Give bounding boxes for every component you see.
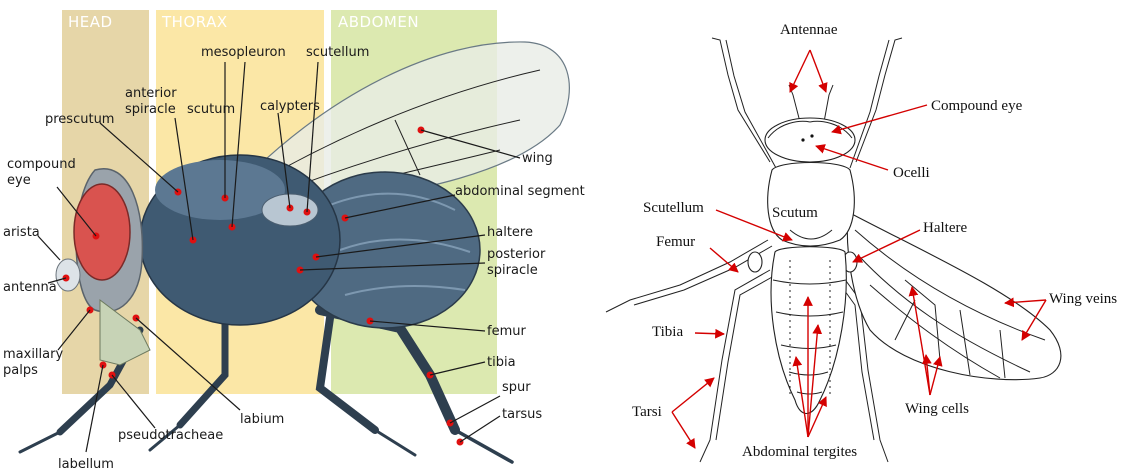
label-anterior-spiracle-line1: anterior [125,86,177,101]
label-wing-cells: Wing cells [905,401,969,417]
label-scutellum: scutellum [306,45,369,60]
label-abdominal-segment: abdominal segment [455,184,585,199]
right-head-shape [765,118,855,162]
label-calypters: calypters [260,99,320,114]
right-fly-diagram: Scutum Antennae Compound eye Ocel [606,22,1117,462]
right-haltere-left [748,252,762,272]
ocelli-dot-2 [810,134,813,137]
middle-left-leg [606,240,772,312]
label-scutum: scutum [187,102,235,117]
band-label-thorax: THORAX [161,13,228,31]
label-femur: femur [487,324,526,339]
band-label-head: HEAD [68,13,113,31]
label-ocelli: Ocelli [893,165,930,181]
label-prescutum: prescutum [45,112,114,127]
label-labium: labium [240,412,284,427]
hind-left-leg [700,270,774,462]
compound-eye-shape [74,184,130,280]
label-wing-veins: Wing veins [1049,291,1117,307]
label-anterior-spiracle-line2: spiracle [125,102,176,117]
label-posterior-spiracle-line2: spiracle [487,263,538,278]
label-abdominal-tergites: Abdominal tergites [742,444,857,460]
label-tibia: tibia [487,355,516,370]
ocelli-dots [801,138,804,141]
label-mesopleuron: mesopleuron [201,45,286,60]
band-label-abdomen: ABDOMEN [338,13,419,31]
label-antenna: antenna [3,280,57,295]
front-left-leg [712,38,776,168]
label-scutum-right: Scutum [772,205,818,221]
label-compound-eye-right: Compound eye [931,98,1023,114]
label-maxillary-palps-line1: maxillary [3,347,63,362]
label-antennae: Antennae [780,22,838,38]
label-haltere-right: Haltere [923,220,967,236]
label-tarsus: tarsus [502,407,542,422]
label-maxillary-palps-line2: palps [3,363,38,378]
label-tarsi: Tarsi [632,404,662,420]
antennae-shape [789,85,833,122]
front-right-leg [850,38,902,168]
label-wing: wing [522,151,553,166]
label-haltere: haltere [487,225,533,240]
right-wing-shape [847,212,1061,380]
label-pseudotracheae: pseudotracheae [118,428,223,443]
label-spur: spur [502,380,531,395]
label-arista: arista [3,225,40,240]
label-tibia-right: Tibia [652,324,683,340]
label-compound-eye-line2: eye [7,173,31,188]
label-posterior-spiracle-line1: posterior [487,247,546,262]
label-femur-right: Femur [656,234,695,250]
label-labellum: labellum [58,457,114,472]
antenna-shape [56,259,80,291]
left-fly-diagram: HEAD THORAX ABDOMEN [3,10,585,472]
label-compound-eye-line1: compound [7,157,76,172]
label-scutellum-right: Scutellum [643,200,704,216]
